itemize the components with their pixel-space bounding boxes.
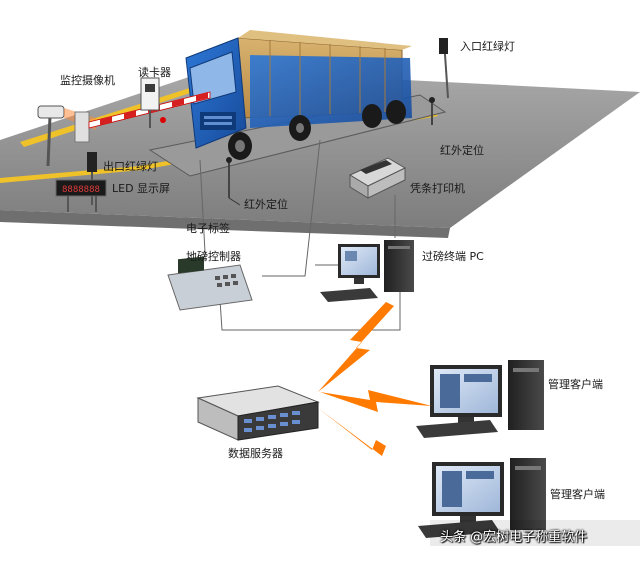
led-screen-icon: 8888888 <box>55 179 107 212</box>
infrared-sensor-mid-icon <box>226 157 241 206</box>
entry-traffic-light-icon <box>439 38 449 99</box>
label-led-screen: LED 显示屏 <box>112 182 171 195</box>
label-card-reader: 读卡器 <box>138 66 171 79</box>
client-pc-2-icon <box>418 458 546 538</box>
label-camera: 监控摄像机 <box>60 74 115 87</box>
receipt-printer-icon <box>348 157 407 199</box>
infrared-sensor-right-icon <box>429 97 435 125</box>
label-terminal-pc: 过磅终端 PC <box>422 250 484 263</box>
watermark: 头条 @宏树电子称重软件 <box>440 530 588 545</box>
data-server-icon <box>196 385 320 441</box>
wiring-lines <box>199 139 401 331</box>
label-infrared-right: 红外定位 <box>440 144 484 157</box>
label-scale-controller: 地磅控制器 <box>186 250 241 263</box>
label-entry-light: 入口红绿灯 <box>460 40 515 53</box>
svg-text:8888888: 8888888 <box>62 185 100 195</box>
scale-controller-icon <box>167 256 253 311</box>
label-data-server: 数据服务器 <box>228 447 283 460</box>
wireless-link-icons <box>318 302 446 482</box>
truck <box>185 30 412 160</box>
terminal-pc-icon <box>320 240 414 302</box>
card-reader-icon <box>140 77 166 128</box>
label-rfid-tag: 电子标签 <box>186 222 230 235</box>
client-pc-1-icon <box>416 360 544 438</box>
watermark-backdrop <box>430 520 640 546</box>
label-exit-light: 出口红绿灯 <box>103 160 158 173</box>
label-receipt-printer: 凭条打印机 <box>410 182 465 195</box>
label-client-2: 管理客户端 <box>550 488 605 501</box>
label-client-1: 管理客户端 <box>548 378 603 391</box>
label-infrared-mid: 红外定位 <box>244 198 288 211</box>
